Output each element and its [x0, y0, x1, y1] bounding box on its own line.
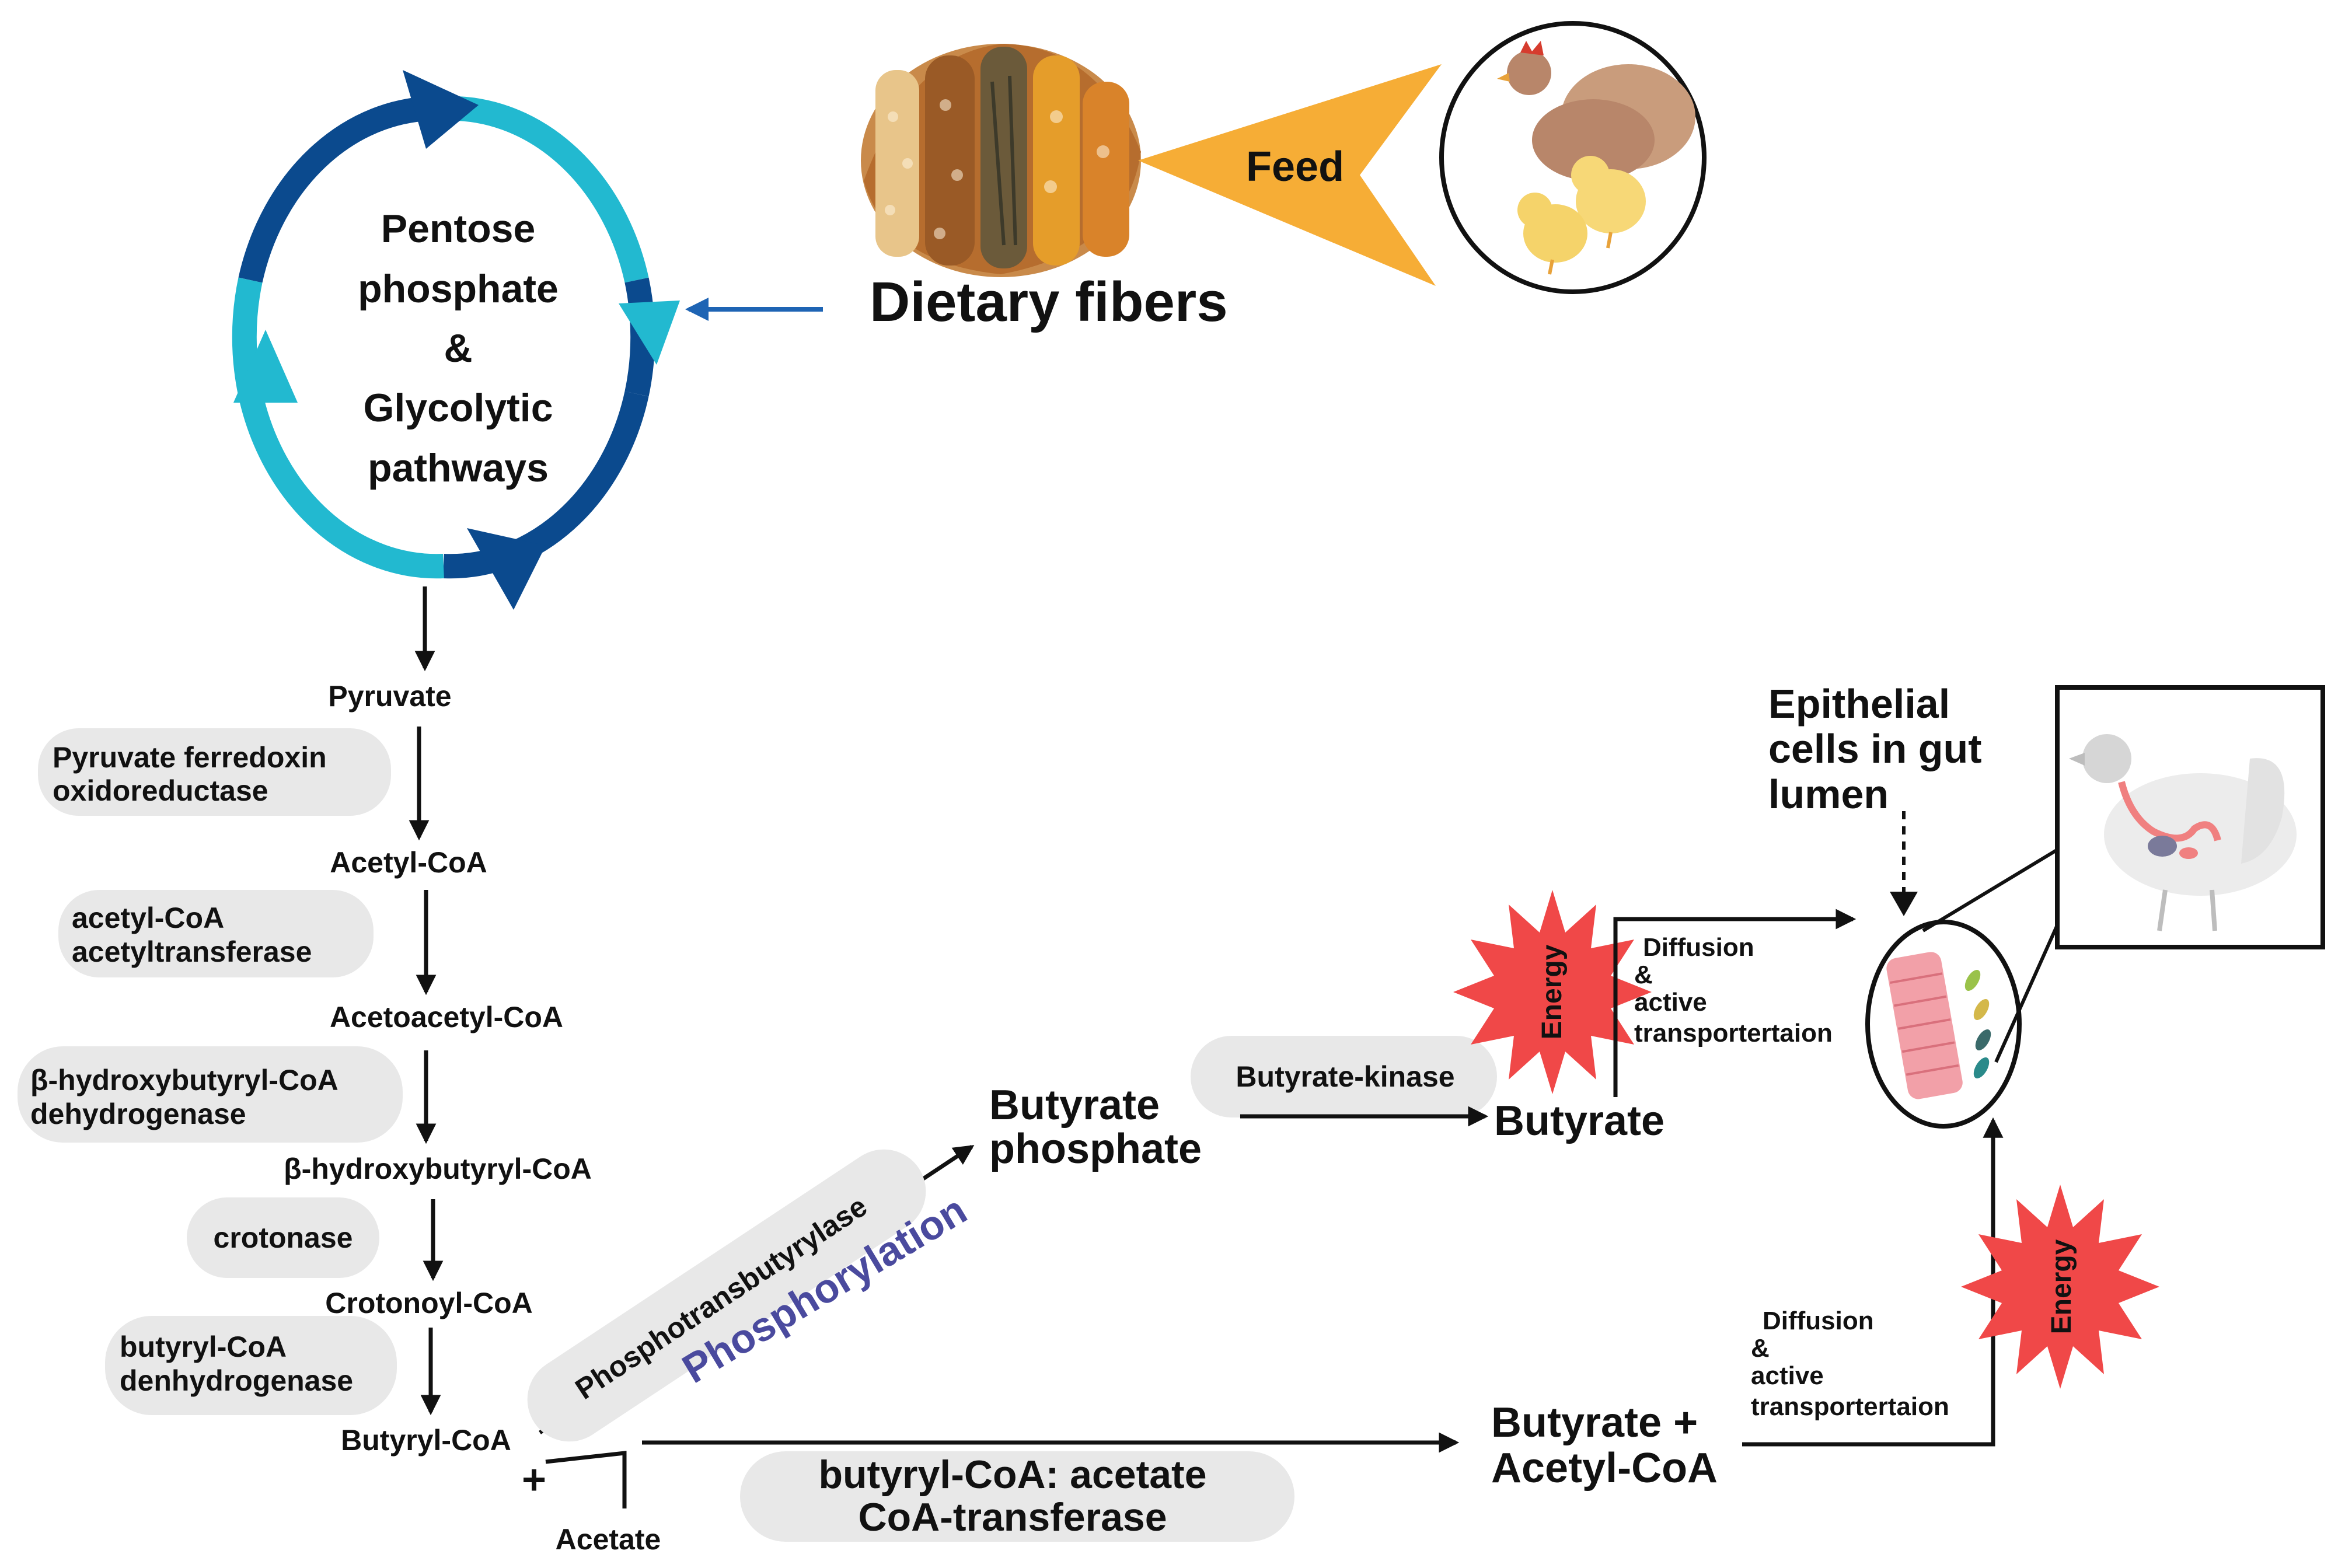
lower-transport-line4: transportertaion — [1751, 1392, 1949, 1421]
crotonase-label: crotonase — [214, 1221, 353, 1254]
plus-sign: + — [522, 1457, 546, 1503]
acetate-label: Acetate — [556, 1523, 661, 1556]
hbd-enzyme-pill — [18, 1046, 403, 1143]
cycle-arrowhead-bottom — [467, 528, 546, 610]
lower-transport-line2: & — [1751, 1334, 1770, 1363]
pfor-enzyme-pill — [38, 728, 391, 816]
upper-transport-line3: active — [1634, 988, 1707, 1017]
hbd-label-line1: β-hydroxybutyryl-CoA — [30, 1064, 339, 1096]
acat-enzyme-pill — [58, 890, 374, 977]
epithelial-label-line2: cells in gut — [1768, 726, 1982, 771]
lower-transport-line1: Diffusion — [1763, 1307, 1874, 1335]
cycle-label-line1: Pentose — [381, 207, 536, 251]
bcd-label-line2: denhydrogenase — [120, 1364, 353, 1397]
grain-pile-image — [861, 44, 1141, 277]
acat-label-line1: acetyl-CoA — [72, 902, 224, 934]
butyrate-acetylcoa-to-epithelium-route — [1742, 1117, 2004, 1447]
butyrate-acetylcoa-line1: Butyrate + — [1491, 1399, 1698, 1446]
chicken-gut-illustration — [2055, 685, 2325, 949]
crotonase-enzyme-pill — [187, 1197, 379, 1278]
epithelial-label-line1: Epithelial — [1768, 681, 1950, 727]
epithelial-label-line3: lumen — [1768, 771, 1889, 817]
cycle-arrowhead-right — [619, 301, 680, 365]
acetyl-coa-label: Acetyl-CoA — [330, 846, 487, 879]
butyrate-label: Butyrate — [1494, 1098, 1664, 1144]
chicken-illustration — [1439, 21, 1707, 294]
butyryl-coa-label: Butyryl-CoA — [341, 1424, 511, 1457]
bcd-enzyme-pill — [105, 1316, 397, 1415]
butyrate-to-epithelium-route — [1613, 909, 1857, 1097]
pathway-cycle — [232, 70, 680, 610]
acat-label-line2: acetyltransferase — [72, 935, 312, 968]
upper-transport-line2: & — [1634, 961, 1653, 989]
epithelium-cell-layer — [1865, 920, 2022, 1129]
pfor-label-line2: oxidoreductase — [53, 774, 268, 807]
energy-burst-upper — [1453, 890, 1652, 1094]
butyrylcoa-acetate-junction — [545, 1451, 627, 1508]
but-label-line1: butyryl-CoA: acetate — [818, 1452, 1206, 1497]
cycle-label-line5: pathways — [368, 446, 549, 490]
crotonoyl-coa-label: Crotonoyl-CoA — [325, 1287, 533, 1319]
butyrate-phosphate-line2: phosphate — [989, 1126, 1202, 1172]
but-label-line2: CoA-transferase — [858, 1495, 1167, 1539]
ptb-enzyme-pill — [527, 1149, 926, 1442]
upper-transport-line1: Diffusion — [1643, 933, 1754, 962]
cycle-label-line4: Glycolytic — [363, 386, 553, 430]
buk-enzyme-pill — [1191, 1036, 1497, 1117]
feed-label: Feed — [1246, 144, 1344, 190]
energy-burst-lower — [1961, 1185, 2159, 1389]
butyrate-acetylcoa-line2: Acetyl-CoA — [1491, 1445, 1718, 1492]
butyrate-phosphate-line1: Butyrate — [989, 1082, 1160, 1129]
energy-label-lower: Energy — [2046, 1239, 2077, 1334]
cycle-label-line2: phosphate — [358, 267, 559, 311]
bcd-label-line1: butyryl-CoA — [120, 1330, 287, 1363]
acetoacetyl-coa-label: Acetoacetyl-CoA — [330, 1001, 563, 1033]
upper-transport-line4: transportertaion — [1634, 1019, 1833, 1047]
cycle-label-line3: & — [444, 326, 472, 371]
epithelial-pointer-head — [1890, 892, 1918, 916]
lower-transport-line3: active — [1751, 1361, 1824, 1390]
but-enzyme-pill — [740, 1451, 1294, 1542]
buk-label: Butyrate-kinase — [1236, 1060, 1454, 1093]
cycle-arrowhead-left — [233, 330, 298, 403]
dietary-fibers-label: Dietary fibers — [870, 271, 1228, 333]
feed-arrow — [1138, 64, 1442, 286]
pyruvate-label: Pyruvate — [328, 680, 451, 713]
pfor-label-line1: Pyruvate ferredoxin — [53, 741, 327, 774]
cycle-arrowhead-top — [403, 70, 479, 149]
energy-label-upper: Energy — [1537, 944, 1568, 1039]
hydroxybutyryl-coa-label: β-hydroxybutyryl-CoA — [284, 1153, 592, 1185]
hbd-label-line2: dehydrogenase — [30, 1098, 246, 1130]
